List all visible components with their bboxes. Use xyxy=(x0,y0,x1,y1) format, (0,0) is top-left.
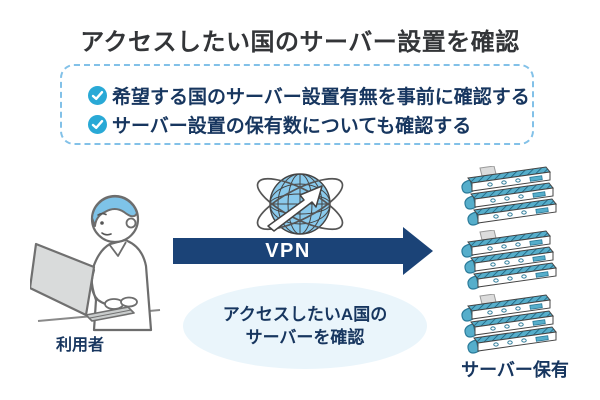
checklist-item: サーバー設置の保有数についても確認する xyxy=(88,112,472,137)
server-rack-icon xyxy=(458,230,562,292)
checklist-item-text: 希望する国のサーバー設置有無を事前に確認する xyxy=(112,86,530,108)
vpn-arrow xyxy=(173,227,433,275)
page-title: アクセスしたい国のサーバー設置を確認 xyxy=(80,29,520,56)
callout-bubble: アクセスしたいA国の サーバーを確認 xyxy=(183,283,427,369)
vpn-label: VPN xyxy=(265,240,311,262)
user-label: 利用者 xyxy=(55,337,104,354)
server-rack-icon xyxy=(461,166,557,226)
check-icon xyxy=(88,114,107,134)
server-rack-icon xyxy=(458,294,562,356)
callout-line1: アクセスしたいA国の xyxy=(222,305,388,324)
checklist-item-text: サーバー設置の保有数についても確認する xyxy=(112,115,472,137)
checklist-item: 希望する国のサーバー設置有無を事前に確認する xyxy=(88,83,530,108)
server-label: サーバー保有 xyxy=(461,360,569,380)
check-icon xyxy=(88,85,107,105)
globe-icon xyxy=(256,173,344,235)
callout-line2: サーバーを確認 xyxy=(245,328,365,347)
person-at-laptop-icon xyxy=(30,194,161,332)
checklist-panel xyxy=(60,64,534,145)
